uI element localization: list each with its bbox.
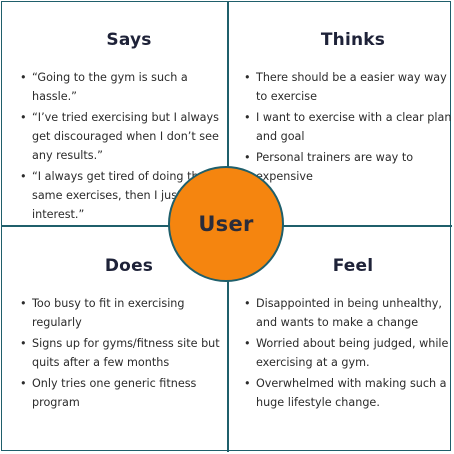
list-item: Signs up for gyms/fitness site but quits… [18, 334, 234, 372]
feel-list: Disappointed in being unhealthy, and wan… [242, 294, 454, 412]
list-item: Worried about being judged, while exerci… [242, 334, 454, 372]
says-list: “Going to the gym is such a hassle.” “I’… [18, 68, 240, 224]
thinks-quadrant: Thinks There should be a easier way way … [242, 30, 454, 188]
does-quadrant: Does Too busy to fit in exercising regul… [18, 256, 240, 414]
thinks-title: Thinks [320, 30, 386, 50]
says-quadrant: Says “Going to the gym is such a hassle.… [18, 30, 240, 226]
user-label: User [198, 212, 254, 236]
does-title: Does [104, 256, 154, 276]
list-item: Too busy to fit in exercising regularly [18, 294, 234, 332]
thinks-list: There should be a easier way way to exer… [242, 68, 454, 186]
list-item: I want to exercise with a clear plan and… [242, 108, 454, 146]
list-item: Personal trainers are way to expensive [242, 148, 454, 186]
list-item: “Going to the gym is such a hassle.” [18, 68, 234, 106]
list-item: Disappointed in being unhealthy, and wan… [242, 294, 454, 332]
does-list: Too busy to fit in exercising regularly … [18, 294, 240, 412]
list-item: “I always get tired of doing the same ex… [18, 167, 234, 224]
says-title: Says [106, 30, 152, 50]
feel-quadrant: Feel Disappointed in being unhealthy, an… [242, 256, 454, 414]
list-item: Only tries one generic fitness program [18, 374, 234, 412]
feel-title: Feel [332, 256, 374, 276]
list-item: Overwhelmed with making such a huge life… [242, 374, 454, 412]
list-item: There should be a easier way way to exer… [242, 68, 454, 106]
list-item: “I’ve tried exercising but I always get … [18, 108, 234, 165]
user-center-circle: User [168, 166, 284, 282]
